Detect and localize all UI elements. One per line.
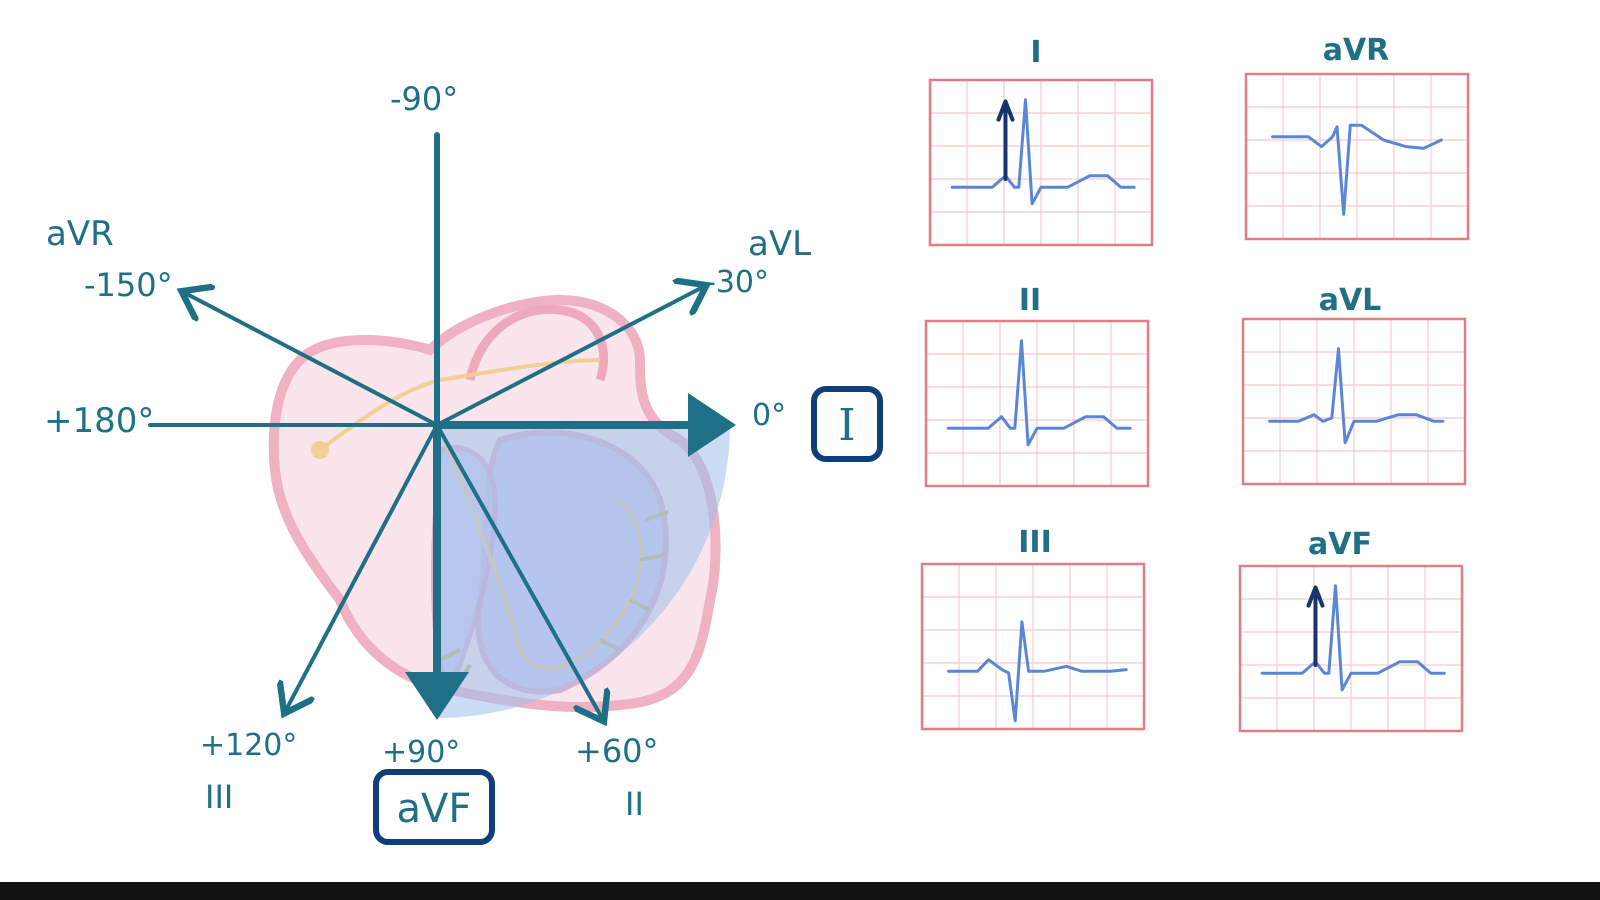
label-lead-II: II	[625, 785, 644, 823]
lead-I-box	[811, 386, 883, 462]
label-aVL-name: aVL	[748, 224, 811, 264]
normal-axis-quadrant	[437, 425, 730, 718]
lead-I-box-text: I	[838, 400, 855, 451]
ecg-panel-border	[1238, 564, 1464, 733]
label-minus90: -90°	[390, 80, 458, 118]
positive-deflection-arrow-icon	[996, 99, 1015, 181]
ecg-panel-border	[1241, 317, 1467, 486]
axis-labels: -90° aVR -150° aVL -30° +180° 0° +120° I…	[44, 80, 811, 823]
ecg-panel-avr: aVR	[1244, 33, 1470, 241]
ecg-panel-iii: III	[920, 525, 1146, 731]
ecg-panel-title: aVR	[1323, 33, 1390, 68]
ecg-panel-title: II	[1019, 283, 1041, 318]
label-lead-III: III	[205, 778, 233, 816]
sa-node	[311, 441, 329, 459]
video-bottom-bar	[0, 882, 1600, 900]
ecg-panel-title: I	[1030, 35, 1041, 70]
label-plus180: +180°	[44, 401, 154, 441]
ecg-panel-border	[924, 319, 1150, 488]
label-minus30: -30°	[705, 265, 769, 300]
label-plus90: +90°	[382, 735, 460, 770]
axis-line-aVR	[185, 293, 439, 427]
label-plus120: +120°	[200, 728, 297, 763]
ecg-trace	[1271, 123, 1443, 216]
ecg-panel-avl: aVL	[1241, 283, 1467, 486]
ecg-trace	[1268, 347, 1445, 445]
ecg-panel-ii: II	[924, 283, 1150, 488]
label-zero: 0°	[752, 398, 786, 433]
ecg-panel-border	[1244, 72, 1470, 241]
ecg-panel-avf: aVF	[1238, 527, 1464, 733]
ecg-trace	[946, 339, 1132, 447]
ecg-panel-title: III	[1018, 525, 1052, 560]
aVF-highlight: aVF	[373, 769, 495, 845]
aVF-box-text: aVF	[397, 786, 472, 832]
axis-line-lead-II	[435, 423, 602, 718]
label-plus60: +60°	[575, 732, 659, 770]
lead-I-highlight: I	[811, 386, 883, 462]
label-minus150: -150°	[84, 266, 173, 304]
ecg-panel-title: aVL	[1319, 283, 1382, 318]
lead-axes	[148, 132, 736, 718]
axis-line-lead-III	[286, 423, 439, 710]
ecg-panel-title: aVF	[1308, 527, 1372, 562]
axis-line-aVL	[435, 287, 703, 427]
label-aVR-name: aVR	[46, 214, 114, 254]
ecg-panel-border	[928, 78, 1154, 247]
aorta-arch	[465, 304, 609, 382]
ecg-panel-border	[920, 562, 1146, 731]
ecg-panel-i: I	[928, 35, 1154, 247]
positive-deflection-arrow-icon	[1306, 585, 1325, 667]
aVF-box	[373, 769, 495, 845]
ecg-trace	[947, 620, 1128, 723]
